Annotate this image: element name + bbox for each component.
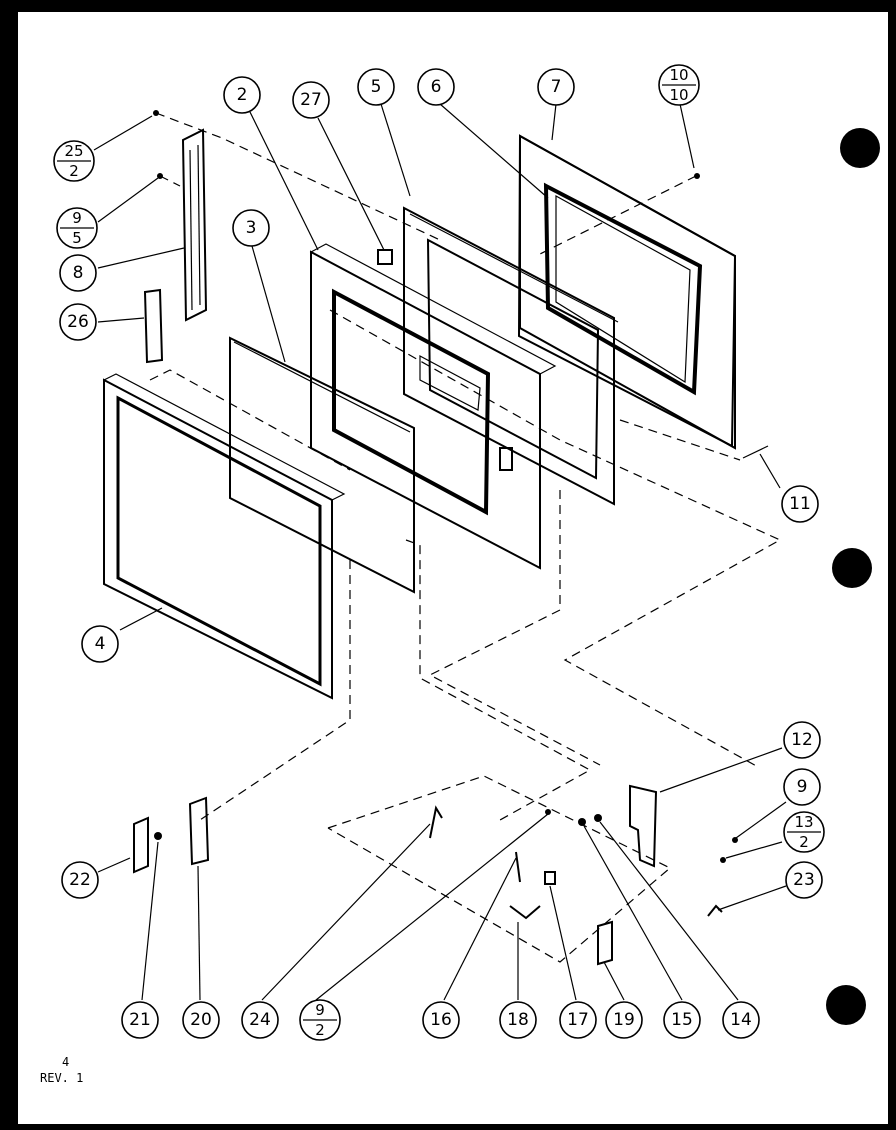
callout-6: 6 (417, 68, 455, 106)
page-number: 4 (62, 1055, 69, 1069)
part-12-hinge (629, 784, 658, 868)
svg-text:11: 11 (789, 494, 811, 514)
latch-slot (499, 447, 513, 471)
svg-text:2: 2 (315, 1021, 325, 1039)
binder-hole-bottom (826, 985, 866, 1025)
callout-4: 4 (81, 625, 119, 663)
svg-text:20: 20 (190, 1010, 212, 1030)
svg-text:3: 3 (246, 218, 257, 238)
svg-text:18: 18 (507, 1010, 529, 1030)
part-8-hinge-strip (181, 128, 208, 322)
part-24-spring (429, 805, 443, 839)
part-9-screw (732, 837, 738, 843)
callout-21: 21 (121, 1001, 159, 1039)
callout-25-2: 252 (53, 140, 95, 182)
svg-text:5: 5 (72, 229, 82, 247)
callout-9: 9 (783, 768, 821, 806)
svg-text:9: 9 (315, 1001, 325, 1019)
part-26-bracket (143, 288, 164, 364)
callout-19: 19 (605, 1001, 643, 1039)
svg-text:7: 7 (551, 77, 562, 97)
part-20-latch (188, 796, 210, 866)
callout-5: 5 (357, 68, 395, 106)
screw-10 (694, 173, 700, 179)
part-2-door-frame (309, 243, 557, 570)
svg-text:8: 8 (73, 263, 84, 283)
svg-text:24: 24 (249, 1010, 271, 1030)
callout-20: 20 (182, 1001, 220, 1039)
callout-9-2: 92 (299, 999, 341, 1041)
svg-text:21: 21 (129, 1010, 151, 1030)
binder-hole-top (840, 128, 880, 168)
svg-text:4: 4 (95, 634, 106, 654)
callout-9-5: 95 (56, 207, 98, 249)
svg-text:2: 2 (237, 85, 248, 105)
callout-26: 26 (59, 303, 97, 341)
svg-text:23: 23 (793, 870, 815, 890)
svg-text:5: 5 (371, 77, 382, 97)
part-23-clip (707, 904, 723, 917)
drawing-sheet (18, 12, 888, 1124)
callout-7: 7 (537, 68, 575, 106)
svg-text:27: 27 (300, 90, 322, 110)
svg-text:10: 10 (669, 66, 688, 84)
svg-text:9: 9 (797, 777, 808, 797)
part-17-block (544, 871, 556, 885)
svg-text:25: 25 (64, 142, 83, 160)
part-13-screw (720, 857, 726, 863)
callout-13-2: 132 (783, 811, 825, 853)
callout-24: 24 (241, 1001, 279, 1039)
svg-text:16: 16 (430, 1010, 452, 1030)
callout-12: 12 (783, 721, 821, 759)
svg-text:13: 13 (794, 813, 813, 831)
svg-text:12: 12 (791, 730, 813, 750)
callout-22: 22 (61, 861, 99, 899)
callout-16: 16 (422, 1001, 460, 1039)
leader-lines (93, 103, 787, 1001)
part-9-2-screw (545, 809, 551, 815)
svg-text:17: 17 (567, 1010, 589, 1030)
binder-hole-middle (832, 548, 872, 588)
svg-text:2: 2 (69, 162, 79, 180)
callout-27: 27 (292, 81, 330, 119)
part-22-cover (133, 816, 149, 874)
callout-11: 11 (781, 485, 819, 523)
svg-text:19: 19 (613, 1010, 635, 1030)
svg-text:10: 10 (669, 86, 688, 104)
part-4-outer-frame (102, 373, 346, 700)
part-15-screw (578, 818, 586, 826)
part-5-inner-frame (403, 206, 619, 506)
callout-23: 23 (785, 861, 823, 899)
svg-text:2: 2 (799, 833, 809, 851)
callout-2: 2 (223, 76, 261, 114)
part-3-glass-pane (229, 336, 415, 594)
svg-text:22: 22 (69, 870, 91, 890)
svg-text:6: 6 (431, 77, 442, 97)
callout-15: 15 (663, 1001, 701, 1039)
assembly-lines (149, 112, 782, 963)
part-21-screw (154, 832, 162, 840)
callout-3: 3 (232, 209, 270, 247)
part-7-back-panel (517, 134, 737, 450)
svg-text:15: 15 (671, 1010, 693, 1030)
svg-text:9: 9 (72, 209, 82, 227)
part-16-pin (515, 851, 521, 883)
svg-text:14: 14 (730, 1010, 752, 1030)
callout-17: 17 (559, 1001, 597, 1039)
part-18-clip (509, 905, 541, 920)
callout-18: 18 (499, 1001, 537, 1039)
callout-14: 14 (722, 1001, 760, 1039)
svg-text:26: 26 (67, 312, 89, 332)
revision-label: REV. 1 (40, 1071, 83, 1085)
part-19-bracket (597, 920, 613, 966)
part-11-strip (742, 445, 769, 459)
callout-8: 8 (59, 254, 97, 292)
part-14-screw (594, 814, 602, 822)
